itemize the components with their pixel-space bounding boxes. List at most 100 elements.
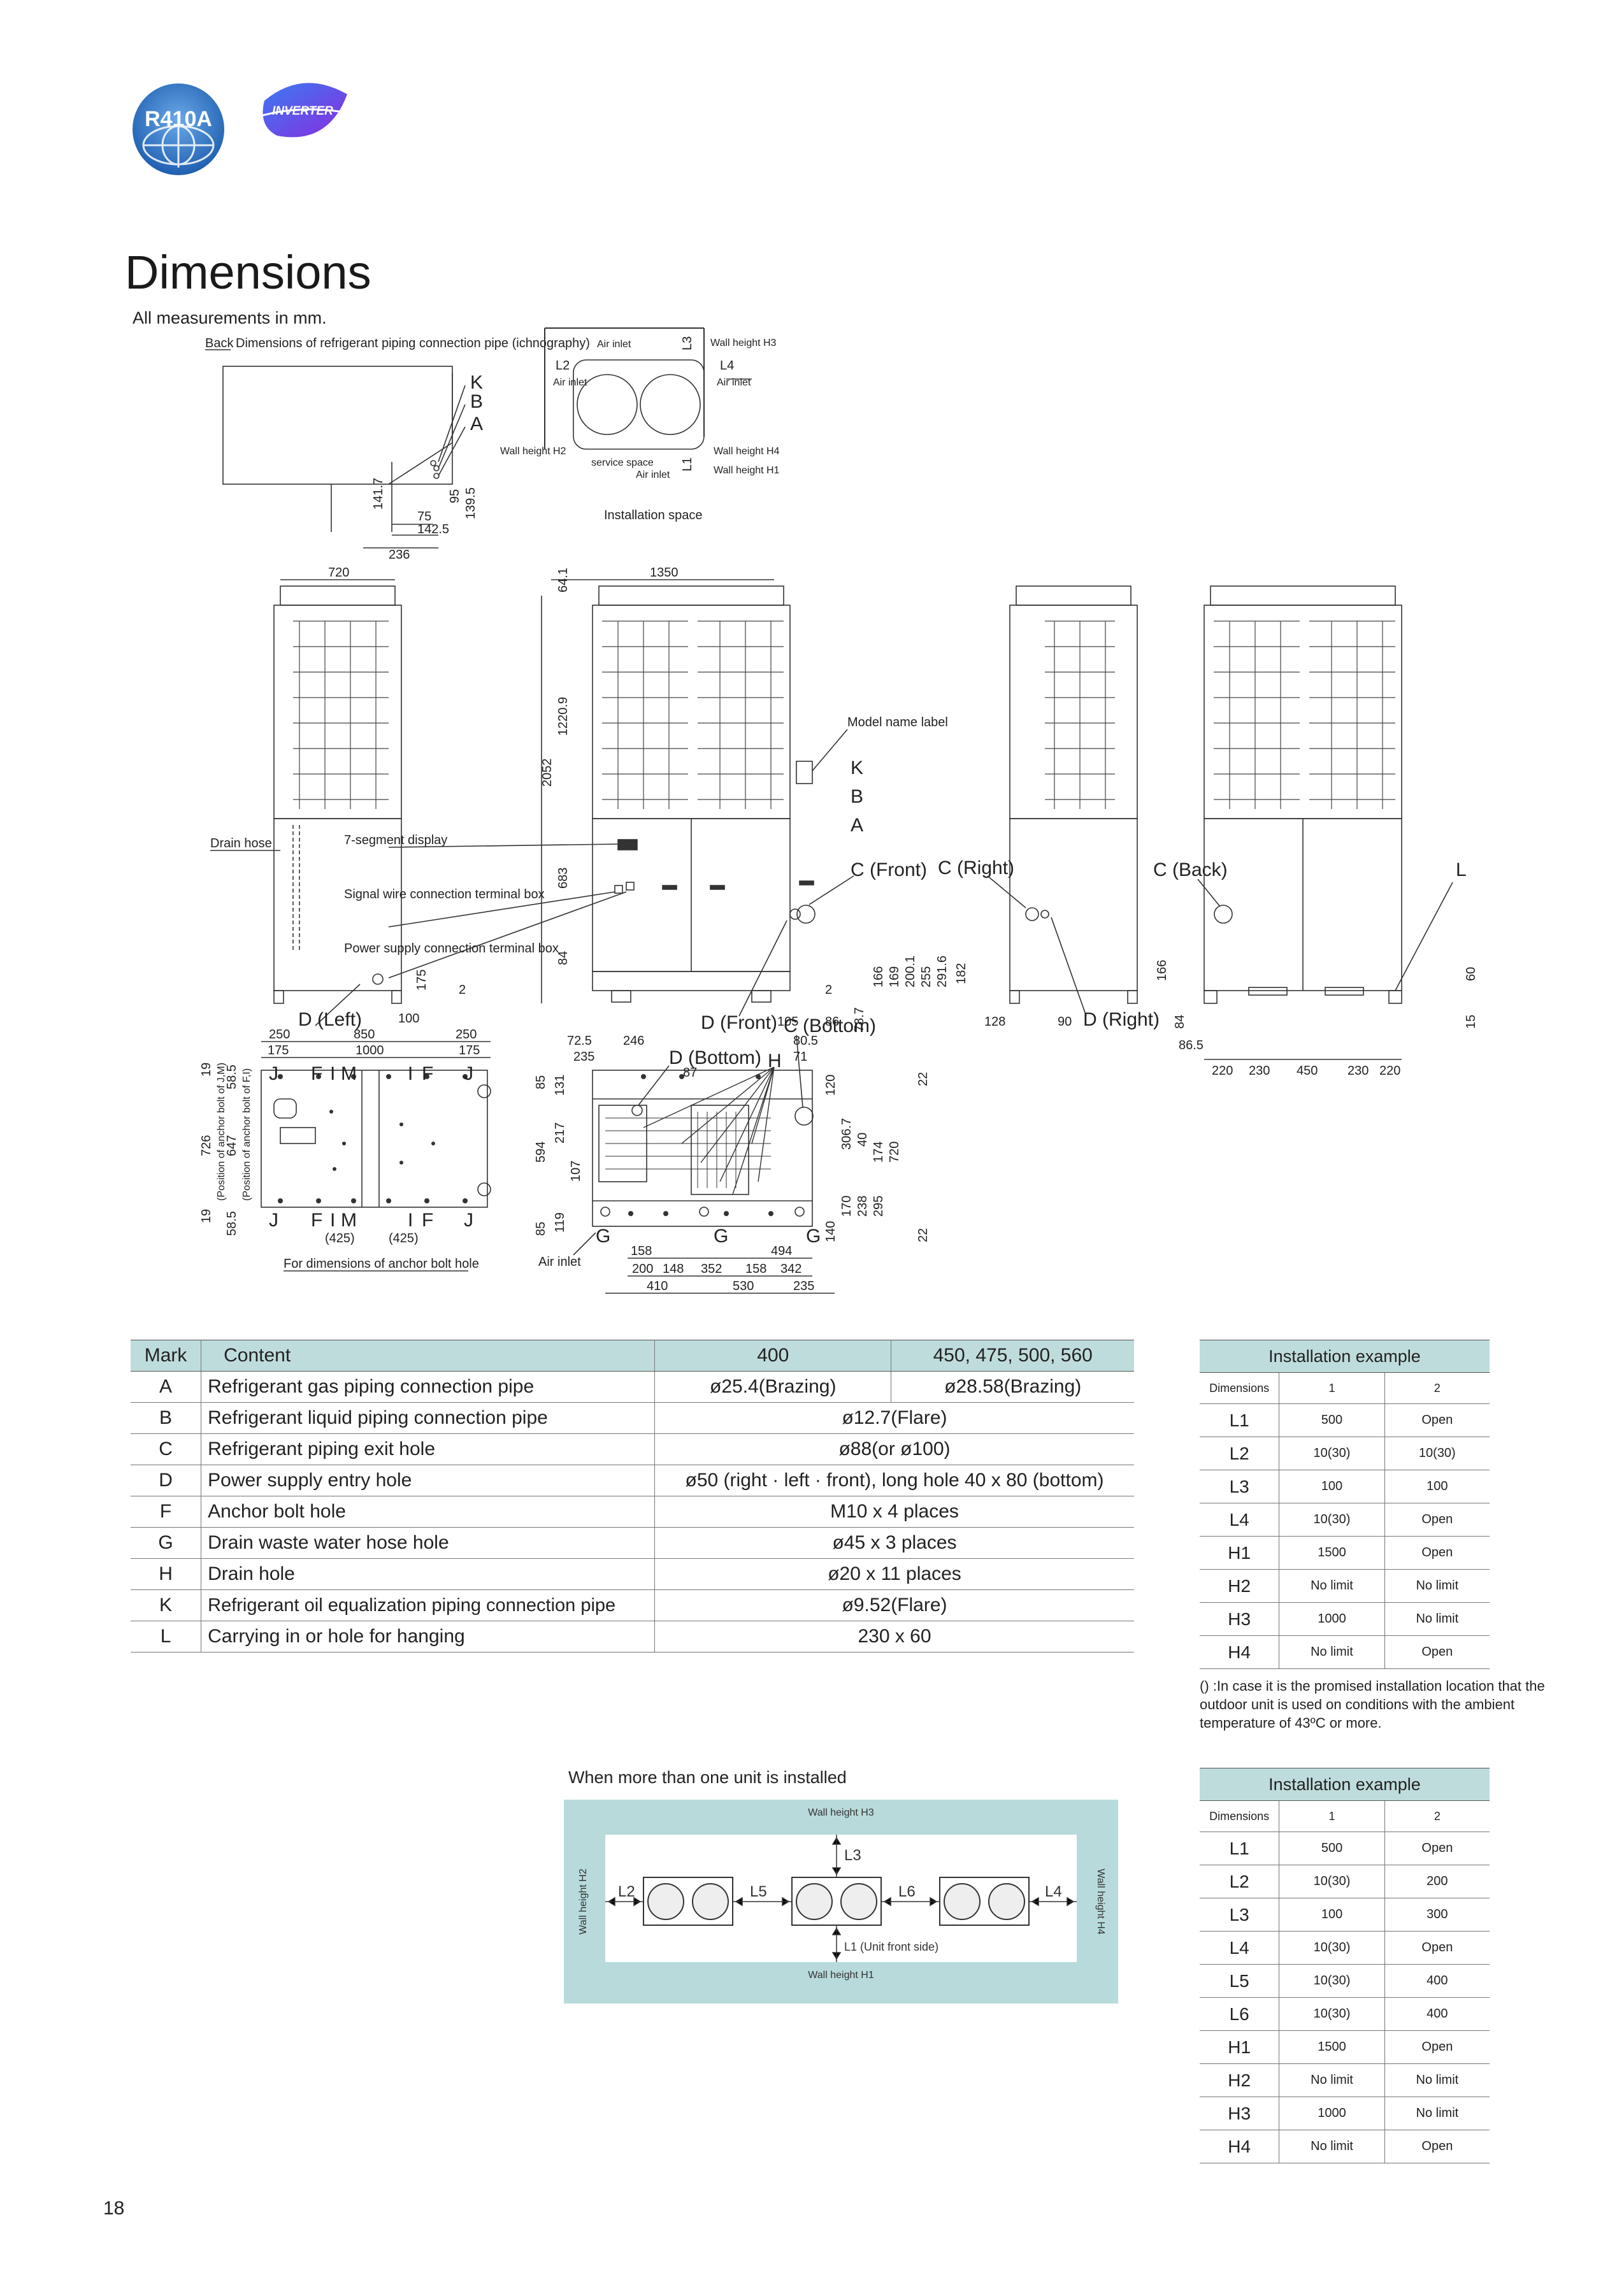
back-dim-86-5: 86.5 — [1179, 1038, 1204, 1052]
content-c: Refrigerant piping exit hole — [201, 1433, 656, 1465]
plan-letter-f4: F — [422, 1210, 433, 1231]
it2-l2-v2: 200 — [1384, 1865, 1490, 1898]
power-box-label: Power supply connection terminal box — [344, 942, 559, 956]
right-dim-128: 128 — [984, 1015, 1005, 1029]
it2-l1: L1 — [1200, 1832, 1279, 1865]
bd-bottom-148: 148 — [663, 1262, 684, 1276]
it2-l1-v1: 500 — [1279, 1832, 1385, 1865]
bd-left-85a: 85 — [534, 1075, 548, 1089]
it1-h4-v2: Open — [1384, 1635, 1490, 1669]
it2-l4-v1: 10(30) — [1279, 1931, 1385, 1965]
bd-bottom-158a: 158 — [631, 1244, 652, 1258]
inlet-top-label: Air inlet — [597, 339, 631, 350]
bd-bottom-200: 200 — [632, 1262, 653, 1276]
bd-bottom-158b: 158 — [745, 1262, 766, 1276]
it2-h4-v1: No limit — [1279, 2130, 1385, 2163]
it2-l6-v2: 400 — [1384, 1997, 1490, 2031]
installation-space-plan: Air inlet Air inlet Air inlet Air inlet … — [500, 327, 780, 522]
header-400: 400 — [654, 1340, 892, 1372]
signal-box-label: Signal wire connection terminal box — [344, 887, 545, 901]
bottom-letter-g1: G — [596, 1226, 610, 1247]
value-b: ø12.7(Flare) — [654, 1402, 1134, 1434]
value-h: ø20 x 11 places — [654, 1558, 1134, 1590]
mark-h: H — [131, 1558, 202, 1590]
d-left-label: D (Left) — [298, 1009, 362, 1030]
content-l: Carrying in or hole for hanging — [201, 1621, 656, 1653]
right-dim-90: 90 — [1058, 1015, 1072, 1029]
bd-left-85b: 85 — [534, 1222, 548, 1236]
multi-l5: L5 — [750, 1883, 767, 1900]
mark-k: K — [131, 1589, 202, 1621]
install-note: () :In case it is the promised installat… — [1200, 1678, 1545, 1731]
bd-bottom-410: 410 — [647, 1279, 668, 1293]
front-dim-291-6: 291.6 — [935, 956, 949, 987]
multi-wall-h4: Wall height H4 — [1095, 1868, 1106, 1935]
c-back-label: C (Back) — [1153, 859, 1228, 880]
left-dim-100: 100 — [398, 1012, 419, 1026]
it1-h-1: 1 — [1279, 1372, 1385, 1404]
it2-l5: L5 — [1200, 1964, 1279, 1998]
l1-label: L1 — [680, 457, 694, 471]
it1-l2-v1: 10(30) — [1279, 1437, 1385, 1470]
bottom-letter-g2: G — [714, 1226, 728, 1247]
anchor-note: For dimensions of anchor bolt hole — [284, 1257, 479, 1271]
it2-l5-v1: 10(30) — [1279, 1964, 1385, 1998]
piping-title: Dimensions of refrigerant piping connect… — [236, 336, 590, 350]
bd-right-238: 238 — [856, 1196, 870, 1217]
bd-left-594: 594 — [534, 1142, 548, 1163]
it1-l3-v1: 100 — [1279, 1470, 1385, 1503]
bd-right-295: 295 — [872, 1196, 886, 1217]
value-l: 230 x 60 — [654, 1621, 1134, 1653]
spec-row-g: G Drain waste water hose hole ø45 x 3 pl… — [131, 1527, 1134, 1559]
front-letter-b: B — [851, 786, 863, 807]
pipe-dim-141-7: 141.7 — [371, 478, 385, 510]
plan-top-250a: 250 — [269, 1028, 290, 1042]
plan-letter-i3: I — [330, 1210, 335, 1231]
spec-row-f: F Anchor bolt hole M10 x 4 places — [131, 1496, 1134, 1528]
bd-right-720: 720 — [887, 1142, 902, 1163]
it2-h3: H3 — [1200, 2097, 1279, 2130]
bd-right-174: 174 — [872, 1142, 886, 1163]
inverter-text: INVERTER — [272, 104, 333, 118]
mark-c: C — [131, 1433, 202, 1465]
it2-h-dim: Dimensions — [1200, 1800, 1279, 1832]
front-dim-182: 182 — [954, 963, 968, 984]
it2-h-1: 1 — [1279, 1800, 1385, 1832]
bd-right-140: 140 — [824, 1221, 838, 1242]
it1-l2-v2: 10(30) — [1384, 1437, 1490, 1470]
bd-bottom-235: 235 — [793, 1279, 814, 1293]
mark-d: D — [131, 1465, 202, 1496]
inlet-left-label: Air inlet — [553, 377, 587, 388]
bd-right-170: 170 — [840, 1196, 854, 1217]
bd-left-131: 131 — [553, 1075, 567, 1096]
mark-l: L — [131, 1621, 202, 1653]
l2-label: L2 — [556, 359, 570, 373]
multi-wall-h3: Wall height H3 — [808, 1807, 874, 1818]
bottom-letter-g3: G — [806, 1226, 821, 1247]
plan-bottom-425a: (425) — [325, 1231, 355, 1245]
plan-letter-f2: F — [422, 1063, 433, 1084]
it1-h4: H4 — [1200, 1635, 1279, 1669]
plan-bottom-425b: (425) — [389, 1231, 419, 1245]
bottom-letter-h: H — [768, 1050, 782, 1072]
right-elevation: D (Right) 128 90 — [984, 585, 1160, 1030]
front-letter-k: K — [851, 757, 863, 778]
multi-unit-diagram: Wall height H3 Wall height H1 Wall heigh… — [564, 1800, 1118, 2004]
piping-ichnography: Back Dimensions of refrigerant piping co… — [205, 336, 590, 562]
it1-l2: L2 — [1200, 1437, 1279, 1470]
bd-bottom-352: 352 — [701, 1262, 722, 1276]
plan-letter-j1: J — [269, 1063, 278, 1084]
plan-letter-m2: M — [341, 1210, 357, 1231]
